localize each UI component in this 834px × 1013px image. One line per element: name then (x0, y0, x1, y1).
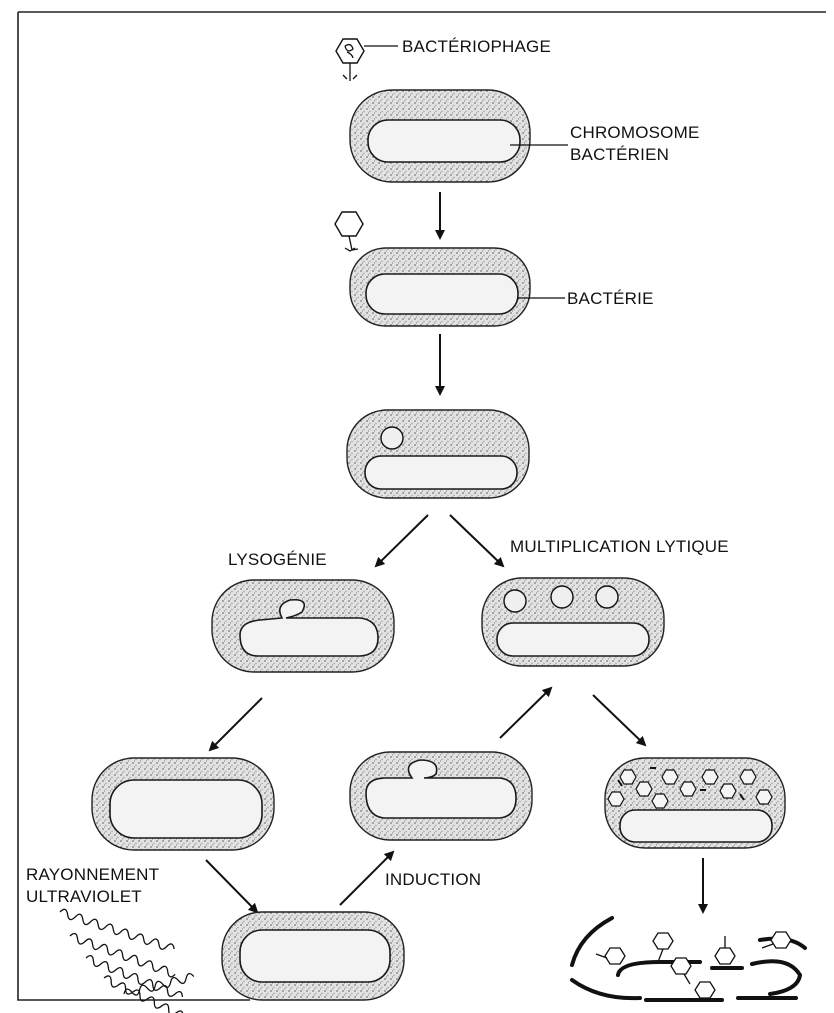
cell-phage-attached (350, 248, 530, 326)
uv-rays-icon (59, 908, 195, 1013)
arrow-induced-to-lytic (500, 688, 551, 738)
label-induction: INDUCTION (385, 870, 481, 889)
label-rayonnement-line1: RAYONNEMENT (26, 865, 159, 884)
cell-lysogen (92, 758, 274, 850)
cell-induced (350, 752, 532, 840)
arrow-to-lysogen (210, 698, 262, 750)
arrow-to-lysogeny (376, 515, 428, 566)
cell-full-of-phages (605, 758, 785, 848)
cell-initial (350, 90, 530, 182)
label-chromosome-line1: CHROMOSOME (570, 123, 700, 142)
cell-lysogenic-integration (212, 580, 394, 672)
label-chromosome-line2: BACTÉRIEN (570, 145, 669, 164)
label-multiplication-lytique: MULTIPLICATION LYTIQUE (510, 537, 729, 556)
arrow-to-lytic (450, 515, 503, 566)
label-lysogenie: LYSOGÉNIE (228, 550, 327, 569)
arrow-to-burst (593, 695, 645, 745)
label-rayonnement-line2: ULTRAVIOLET (26, 887, 142, 906)
phage-icon (336, 39, 398, 81)
cell-lytic-replication (482, 578, 664, 666)
phage-attached-icon (335, 212, 363, 251)
label-bacteriophage: BACTÉRIOPHAGE (402, 37, 551, 56)
arrow-lysogen-to-uv (206, 860, 257, 912)
cell-irradiated (222, 912, 404, 1000)
label-bacterie: BACTÉRIE (567, 289, 654, 308)
cell-phage-dna (347, 410, 529, 498)
